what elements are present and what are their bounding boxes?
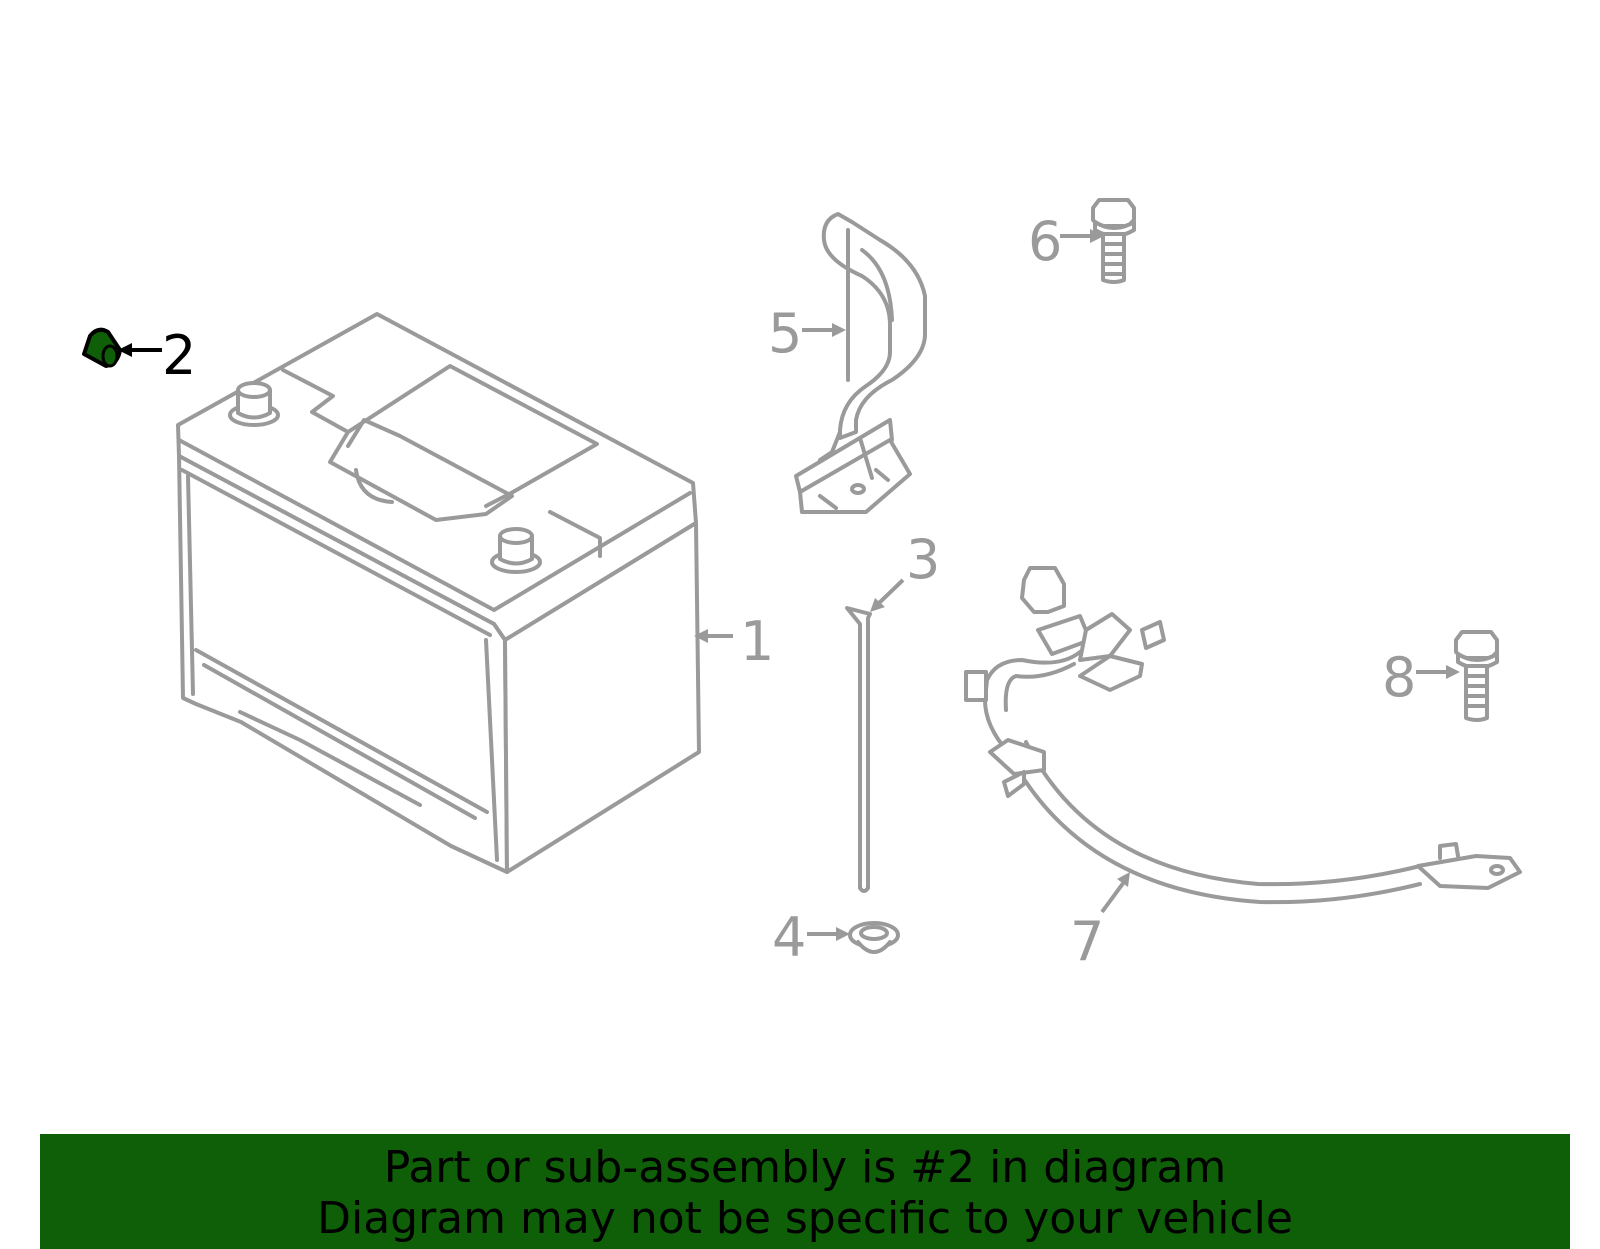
part-6-bolt[interactable] — [1091, 198, 1136, 284]
callout-7: 7 — [1070, 910, 1104, 973]
battery-terminal-positive — [490, 527, 542, 574]
banner-line-disclaimer: Diagram may not be specific to your vehi… — [317, 1193, 1293, 1244]
part-8-bolt[interactable] — [1454, 630, 1499, 722]
part-4-grommet[interactable] — [848, 921, 900, 954]
part-5-bracket[interactable] — [794, 212, 927, 514]
callout-3: 3 — [906, 528, 940, 591]
callout-2: 2 — [162, 324, 196, 387]
callout-5: 5 — [768, 302, 802, 365]
callout-4: 4 — [772, 906, 806, 969]
part-2-terminal-cap[interactable] — [82, 327, 122, 368]
callout-6: 6 — [1028, 210, 1062, 273]
banner-line-part: Part or sub-assembly is #2 in diagram — [383, 1142, 1227, 1193]
callout-8: 8 — [1382, 646, 1416, 709]
part-1-battery[interactable] — [176, 312, 701, 874]
battery-terminal-negative — [228, 381, 280, 427]
callout-1: 1 — [740, 610, 774, 673]
part-3-hold-down-rod[interactable] — [845, 606, 872, 893]
callout-arrows — [118, 229, 1460, 941]
info-banner: Part or sub-assembly is #2 in diagram Di… — [40, 1134, 1570, 1249]
part-7-cable[interactable] — [964, 566, 1522, 905]
